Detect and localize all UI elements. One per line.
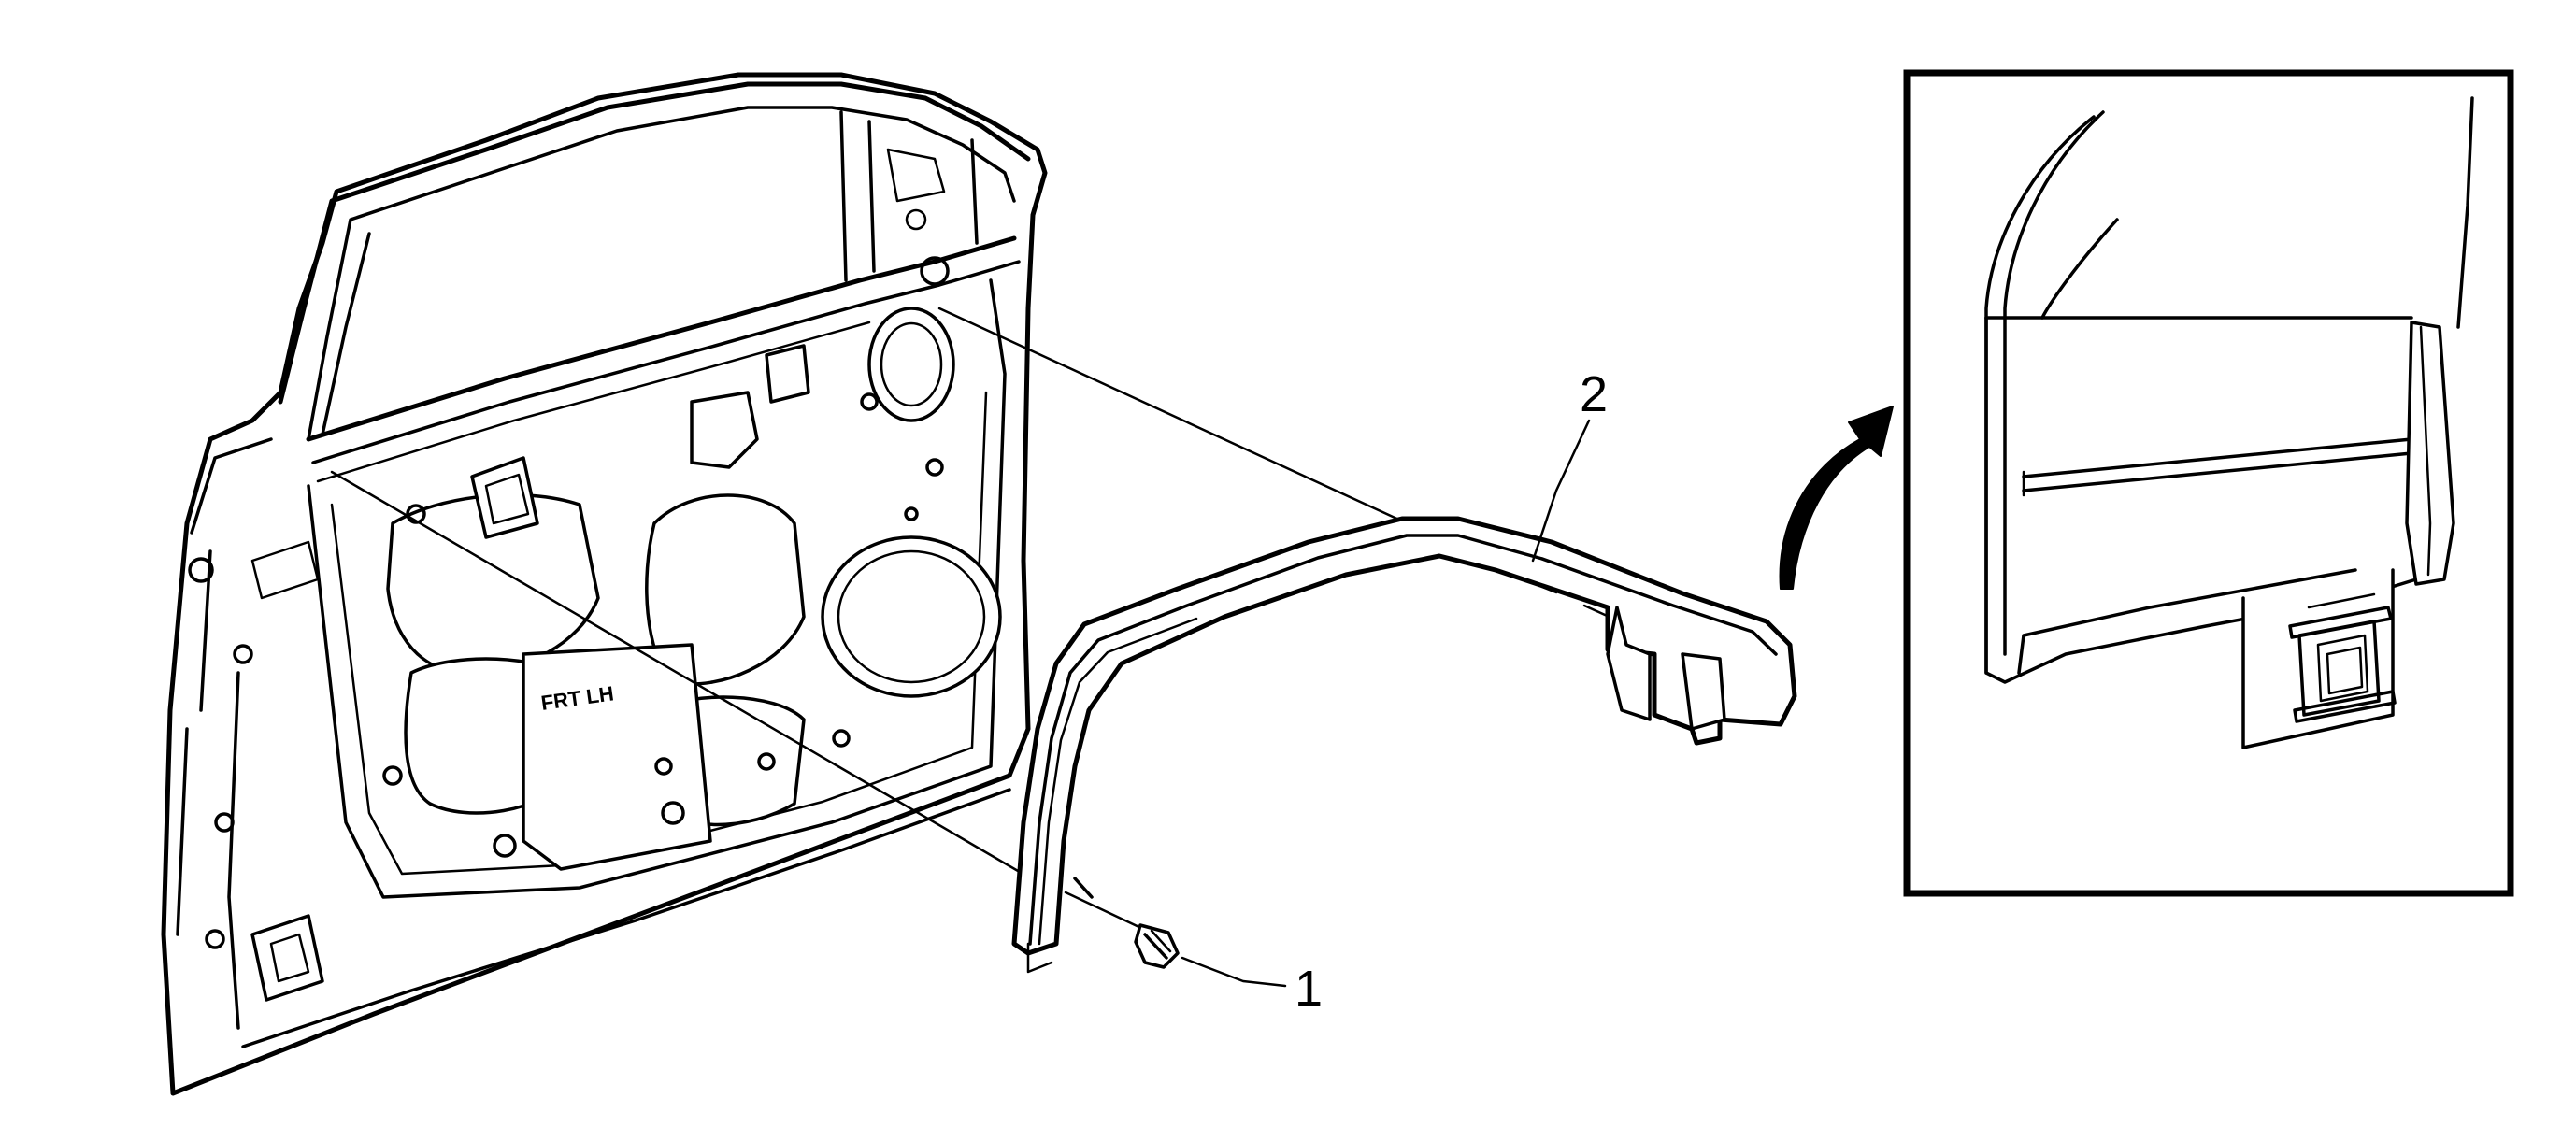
detail-inset (1903, 69, 2514, 897)
screw-icon (1064, 891, 1180, 969)
door-applique-part (1011, 516, 1797, 974)
applique-leader-line (1531, 419, 1591, 563)
callout-applique: 2 (1580, 366, 1608, 422)
curved-arrow-icon (1779, 406, 1894, 590)
front-door-assembly: FRT LH (161, 72, 1048, 1096)
callout-fastener: 1 (1295, 961, 1323, 1017)
fastener-leader-line (1181, 956, 1287, 988)
